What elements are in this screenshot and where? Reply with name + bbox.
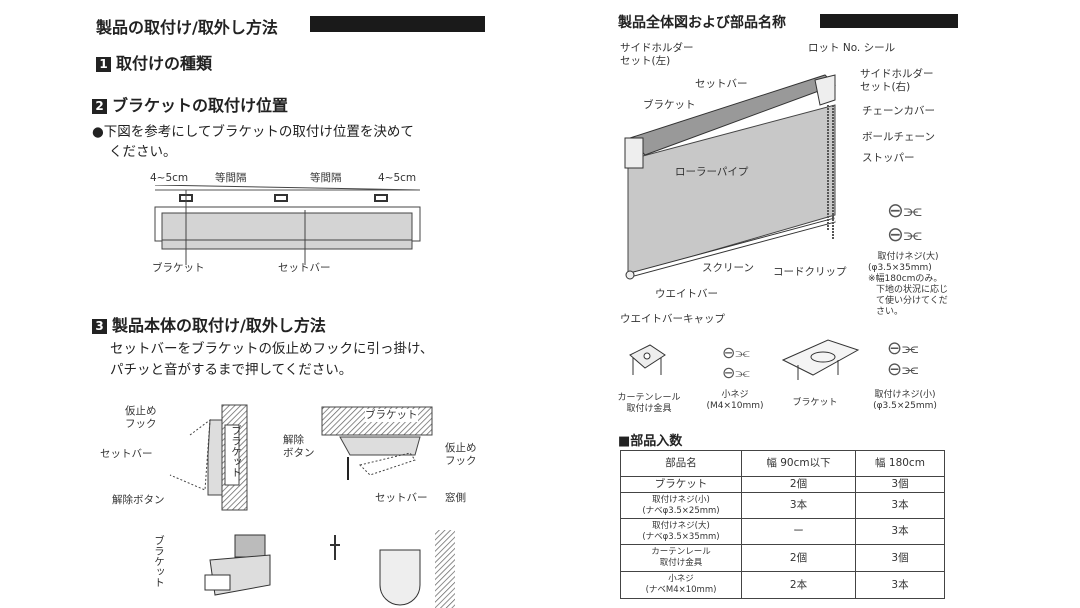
hook-label: 仮止めフック: [125, 405, 157, 430]
setbar-label: セットバー: [100, 448, 153, 460]
label-side-holder-left: サイドホルダーセット(左): [620, 42, 694, 67]
hook-label: 仮止めフック: [445, 442, 477, 467]
instruction-text: ●下図を参考にしてブラケットの取付け位置を決めて: [92, 124, 414, 140]
part-label: 小ネジ(M4×10mm): [706, 390, 764, 411]
screw-large-note: 取付けネジ(大)(φ3.5×35mm)※幅180cmのみ。下地の状況に応じて使い…: [868, 252, 949, 317]
bracket-label: ブラケット: [153, 535, 165, 588]
dimension-label: 4~5cm: [378, 172, 417, 184]
heading-text: 取付けの種類: [116, 54, 213, 73]
table-header: 幅 90cm以下: [741, 450, 856, 477]
setbar-label: セットバー: [375, 492, 428, 504]
label-setbar: セットバー: [695, 78, 748, 90]
part-label: ブラケット: [792, 398, 838, 408]
section-title: 製品の取付け/取外し方法: [96, 18, 278, 37]
screw-large-icon: ⊖⫘⊖⫘: [887, 198, 922, 246]
label-ball-chain: ボールチェーン: [862, 131, 935, 143]
curtain-rail-fitting-icon: [629, 344, 666, 375]
heading-mount-method: 3 製品本体の取付け/取外し方法: [92, 312, 326, 336]
hook-side-illustration: [330, 530, 455, 608]
instruction-text: ください。: [109, 144, 177, 160]
bracket-part-icon: [781, 339, 860, 380]
parts-count-title: ■部品入数: [618, 434, 683, 449]
bracket-label: ブラケット: [152, 262, 205, 274]
screw-small-icon: ⊖⫘⊖⫘: [887, 338, 919, 380]
setbar-label: セットバー: [278, 262, 331, 274]
part-label: カーテンレール取付け金具: [617, 393, 681, 414]
label-weight-bar-cap: ウエイトバーキャップ: [620, 313, 725, 325]
step-number: 3: [92, 319, 107, 334]
instruction-text: パチッと音がするまで押してください。: [110, 362, 353, 378]
label-weight-bar: ウエイトバー: [655, 288, 718, 300]
dimension-label: 4~5cm: [150, 172, 189, 184]
heading-install-types: 1 取付けの種類: [96, 50, 212, 74]
step-number: 2: [92, 99, 107, 114]
section-title: 製品全体図および部品名称: [618, 15, 786, 31]
title-bar: [820, 14, 958, 28]
bracket-label: ブラケット: [230, 425, 242, 478]
part-label: 取付けネジ(小)(φ3.5×25mm): [873, 390, 937, 411]
label-chain-cover: チェーンカバー: [862, 105, 935, 117]
table-header: 幅 180cm: [855, 450, 945, 477]
label-roller-pipe: ローラーパイプ: [675, 166, 749, 178]
heading-text: 製品本体の取付け/取外し方法: [112, 316, 326, 335]
bracket-position-diagram: [154, 185, 421, 265]
label-bracket: ブラケット: [643, 99, 696, 111]
label-cord-clip: コードクリップ: [773, 266, 847, 278]
release-button-label: 解除ボタン: [112, 494, 165, 506]
label-stopper: ストッパー: [862, 152, 915, 164]
bracket-side-illustration: [169, 404, 248, 511]
dimension-label: 等間隔: [215, 172, 247, 184]
heading-text: ブラケットの取付け位置: [112, 96, 289, 115]
dimension-label: 等間隔: [310, 172, 342, 184]
title-bar: [310, 16, 485, 32]
roller-blind-illustration: [624, 74, 836, 280]
step-number: 1: [96, 57, 111, 72]
bracket-label: ブラケット: [365, 409, 418, 422]
label-side-holder-right: サイドホルダーセット(右): [860, 68, 934, 93]
table-header: 部品名: [620, 450, 742, 477]
instruction-text: セットバーをブラケットの仮止めフックに引っ掛け、: [110, 341, 434, 357]
label-lot-seal: ロット No. シール: [808, 42, 896, 54]
small-screw-icon: ⊖⫘⊖⫘: [722, 343, 750, 382]
heading-bracket-position: 2 ブラケットの取付け位置: [92, 92, 288, 116]
label-screen: スクリーン: [702, 262, 754, 274]
release-button-label: 解除ボタン: [283, 434, 315, 459]
window-side-label: 窓側: [445, 492, 466, 504]
bracket-3d-illustration: [204, 534, 271, 596]
